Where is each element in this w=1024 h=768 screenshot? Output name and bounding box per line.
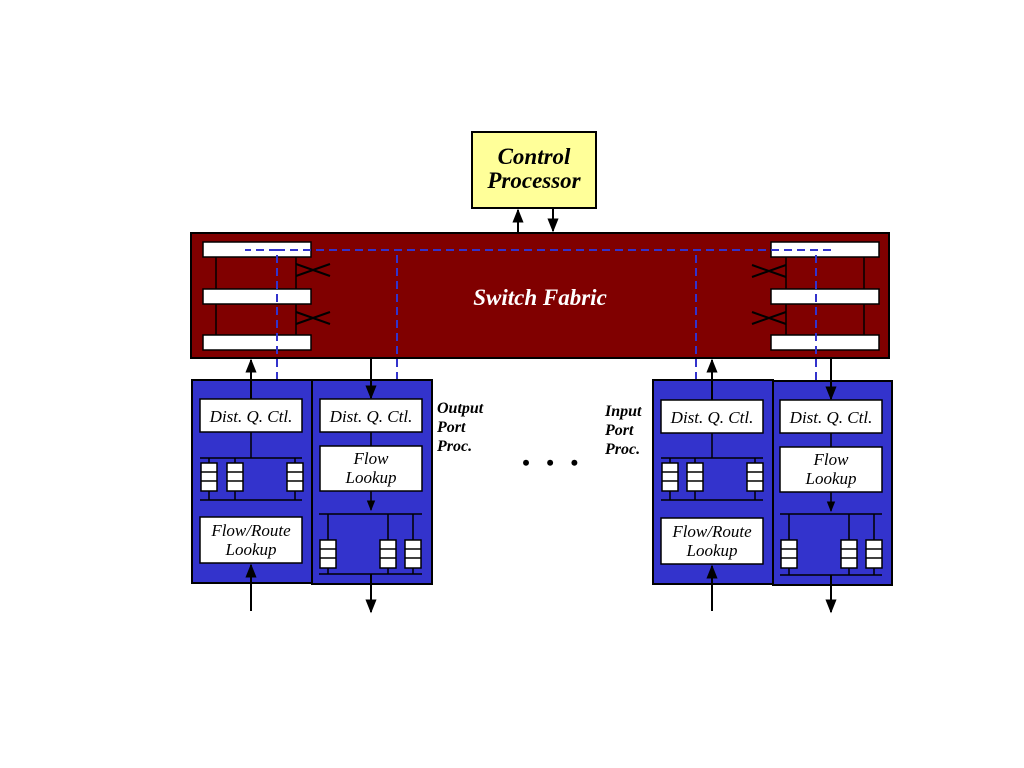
right-output-dqc-label: Dist. Q. Ctl. bbox=[789, 408, 873, 427]
left-output-flow-label-line2: Lookup bbox=[345, 468, 397, 487]
dashed-control-path bbox=[245, 249, 835, 380]
left-output-dqc-box bbox=[319, 398, 423, 433]
left-input-dqc-label: Dist. Q. Ctl. bbox=[209, 407, 293, 426]
left-input-flow-route-box bbox=[199, 516, 303, 564]
right-input-flow-route-label-line1: Flow/Route bbox=[671, 522, 752, 541]
left-input-port-processor: Dist. Q. Ctl. Flow/Route Lookup bbox=[191, 379, 313, 584]
output-port-proc-label: Output Port Proc. bbox=[436, 400, 484, 455]
output-label-line1: Output bbox=[437, 400, 484, 417]
input-label-line2: Port bbox=[604, 422, 634, 439]
control-processor: Control Processor bbox=[471, 131, 597, 209]
output-label-line3: Proc. bbox=[436, 438, 472, 455]
input-port-proc-label: Input Port Proc. bbox=[604, 403, 642, 458]
right-output-flow-box bbox=[779, 446, 883, 493]
right-output-dqc-box bbox=[779, 399, 883, 434]
switch-fabric: Switch Fabric bbox=[190, 232, 890, 359]
right-output-flow-label-line1: Flow bbox=[813, 450, 850, 469]
control-processor-label-line1: Control bbox=[498, 144, 571, 169]
right-input-dqc-box bbox=[660, 399, 764, 434]
output-label-line2: Port bbox=[436, 419, 466, 436]
input-label-line1: Input bbox=[604, 403, 642, 420]
right-input-flow-route-box bbox=[660, 517, 764, 565]
left-input-flow-route-label-line1: Flow/Route bbox=[210, 521, 291, 540]
left-input-flow-route-label-line2: Lookup bbox=[225, 540, 277, 559]
left-output-flow-label-line1: Flow bbox=[353, 449, 390, 468]
control-processor-label-line2: Processor bbox=[486, 168, 581, 193]
right-output-flow-label-line2: Lookup bbox=[805, 469, 857, 488]
left-output-port-processor: Dist. Q. Ctl. Flow Lookup bbox=[311, 379, 433, 585]
right-output-port-processor: Dist. Q. Ctl. Flow Lookup bbox=[772, 380, 893, 586]
left-output-dqc-label: Dist. Q. Ctl. bbox=[329, 407, 413, 426]
fabric-right-slots bbox=[751, 241, 880, 351]
input-label-line3: Proc. bbox=[604, 441, 640, 458]
right-input-flow-route-label-line2: Lookup bbox=[686, 541, 738, 560]
left-output-flow-box bbox=[319, 445, 423, 492]
right-input-dqc-label: Dist. Q. Ctl. bbox=[670, 408, 754, 427]
right-input-port-processor: Dist. Q. Ctl. Flow/Route Lookup bbox=[652, 379, 774, 585]
ellipsis: • • • bbox=[522, 450, 578, 475]
switch-fabric-label: Switch Fabric bbox=[473, 285, 607, 310]
